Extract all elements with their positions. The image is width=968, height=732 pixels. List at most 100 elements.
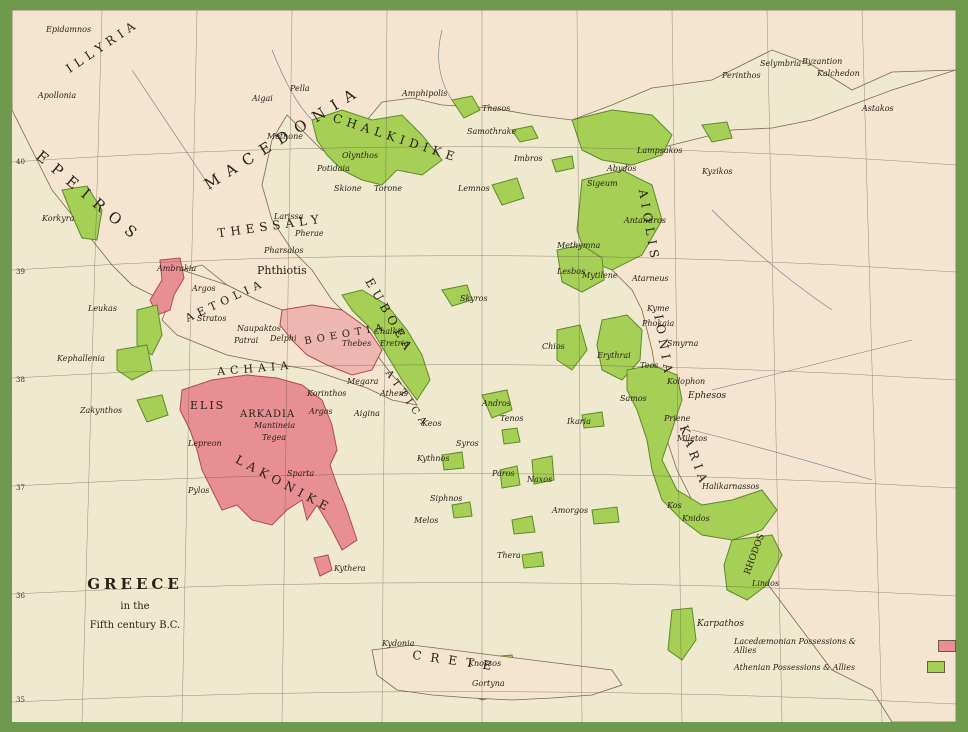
- place-miletos: Miletos: [677, 434, 708, 443]
- lat-tick: 39: [16, 268, 25, 276]
- place-sigeum: Sigeum: [587, 179, 618, 188]
- map-subtitle-2: Fifth century B.C.: [89, 620, 181, 631]
- place-thera: Thera: [497, 551, 521, 560]
- place-lepreon: Lepreon: [188, 439, 222, 448]
- lacedaemonian-territory: [179, 374, 358, 551]
- place-melos: Melos: [414, 516, 439, 525]
- place-mytilene: Mytilene: [582, 271, 618, 280]
- place-argos-amph: Argos: [192, 284, 216, 293]
- place-knossos: Knossos: [468, 659, 502, 668]
- asia-minor: [586, 69, 956, 722]
- place-sparta: Sparta: [287, 469, 315, 478]
- legend-swatch-green: [927, 661, 946, 673]
- place-korkyra: Korkyra: [42, 214, 75, 223]
- place-methone: Methone: [267, 132, 303, 141]
- place-pherae: Pherae: [295, 229, 324, 238]
- place-selymbria: Selymbria: [760, 59, 802, 68]
- boeotia-allies: [279, 304, 383, 376]
- place-smyrna: Smyrna: [667, 339, 699, 348]
- legend-label: Lacedæmonian Possessions & Allies: [734, 637, 856, 655]
- lat-tick: 38: [16, 376, 25, 384]
- place-keos: Keos: [422, 419, 442, 428]
- place-athens: Athens: [380, 389, 408, 398]
- place-skione: Skione: [334, 184, 362, 193]
- place-amphipolis: Amphipolis: [402, 89, 448, 98]
- place-zakynthos: Zakynthos: [80, 406, 123, 415]
- place-pylos: Pylos: [188, 486, 210, 495]
- place-halikarnassos: Halikarnassos: [702, 482, 760, 491]
- map-title-block: GREECE in the Fifth century B.C.: [60, 575, 210, 631]
- map-canvas: ILLYRIA MACEDONIA CHALKIDIKE EPEIROS THE…: [12, 10, 956, 722]
- place-gortyna: Gortyna: [472, 679, 505, 688]
- rivers: [131, 29, 913, 481]
- place-karpathos: Karpathos: [697, 619, 744, 629]
- region-elis: ELIS: [190, 399, 226, 412]
- place-kyzikos: Kyzikos: [702, 167, 733, 176]
- athenian-possessions: [61, 95, 783, 701]
- lat-tick: 37: [16, 484, 25, 492]
- map-title: GREECE: [87, 575, 183, 593]
- place-methymna: Methymna: [557, 241, 601, 250]
- lat-tick: 35: [16, 696, 25, 704]
- place-kydonia: Kydonia: [382, 639, 415, 648]
- place-leukas: Leukas: [88, 304, 117, 313]
- place-lindos: Lindos: [752, 579, 780, 588]
- ambrakia-allies: [149, 257, 185, 316]
- legend-label: Athenian Possessions & Allies: [734, 662, 856, 672]
- place-olynthos: Olynthos: [342, 151, 379, 160]
- place-astakos: Astakos: [862, 104, 894, 113]
- place-chalkis: Chalkis: [374, 327, 405, 336]
- place-pella: Pella: [290, 84, 310, 93]
- place-torone: Torone: [374, 184, 403, 193]
- place-samos: Samos: [620, 394, 647, 403]
- place-lampsakos: Lampsakos: [637, 146, 683, 155]
- legend-row-lacedaemonian: Lacedæmonian Possessions & Allies: [734, 637, 956, 655]
- place-korinthos: Korinthos: [307, 389, 347, 398]
- place-antandros: Antandros: [624, 216, 666, 225]
- place-imbros: Imbros: [514, 154, 543, 163]
- place-perinthos: Perinthos: [722, 71, 761, 80]
- place-tenos: Tenos: [500, 414, 524, 423]
- kythera-island: [313, 554, 333, 577]
- place-kos: Kos: [667, 501, 682, 510]
- place-phokaia: Phokaia: [642, 319, 675, 328]
- place-amorgos: Amorgos: [552, 506, 589, 515]
- northern-mainland: [12, 10, 956, 321]
- place-atarneus: Atarneus: [632, 274, 669, 283]
- place-lemnos: Lemnos: [458, 184, 490, 193]
- place-thebes: Thebes: [342, 339, 372, 348]
- graticule: [12, 10, 956, 722]
- region-phthiotis: Phthiotis: [257, 264, 307, 277]
- place-ambrakia: Ambrakia: [157, 264, 197, 273]
- place-knidos: Knidos: [682, 514, 710, 523]
- place-thasos: Thasos: [482, 104, 511, 113]
- place-patrai: Patrai: [234, 336, 259, 345]
- place-ikaria: Ikaria: [567, 417, 591, 426]
- place-naxos: Naxos: [527, 475, 553, 484]
- place-byzantion: Byzantion: [802, 57, 843, 66]
- map-base: [12, 10, 956, 722]
- lat-tick: 40: [16, 158, 25, 166]
- place-kephallenia: Kephallenia: [57, 354, 105, 363]
- place-aigai: Aigai: [252, 94, 273, 103]
- place-kalchedon: Kalchedon: [817, 69, 860, 78]
- map-subtitle-1: in the: [120, 601, 150, 612]
- place-kythera: Kythera: [334, 564, 366, 573]
- place-samothrake: Samothrake: [467, 127, 517, 136]
- place-kythnos: Kythnos: [417, 454, 450, 463]
- crete-island: [371, 644, 623, 701]
- place-lesbos: Lesbos: [557, 267, 586, 276]
- place-chios: Chios: [542, 342, 565, 351]
- place-argos: Argos: [309, 407, 333, 416]
- place-andros: Andros: [482, 399, 511, 408]
- place-naupaktos: Naupaktos: [237, 324, 281, 333]
- place-teos: Teos: [640, 361, 659, 370]
- place-paros: Paros: [492, 469, 515, 478]
- place-apollonia: Apollonia: [38, 91, 77, 100]
- place-skyros: Skyros: [460, 294, 488, 303]
- place-stratos: Stratos: [197, 314, 227, 323]
- place-aigina: Aigina: [354, 409, 380, 418]
- place-erythrai: Erythrai: [597, 351, 631, 360]
- place-abydos: Abydos: [607, 164, 637, 173]
